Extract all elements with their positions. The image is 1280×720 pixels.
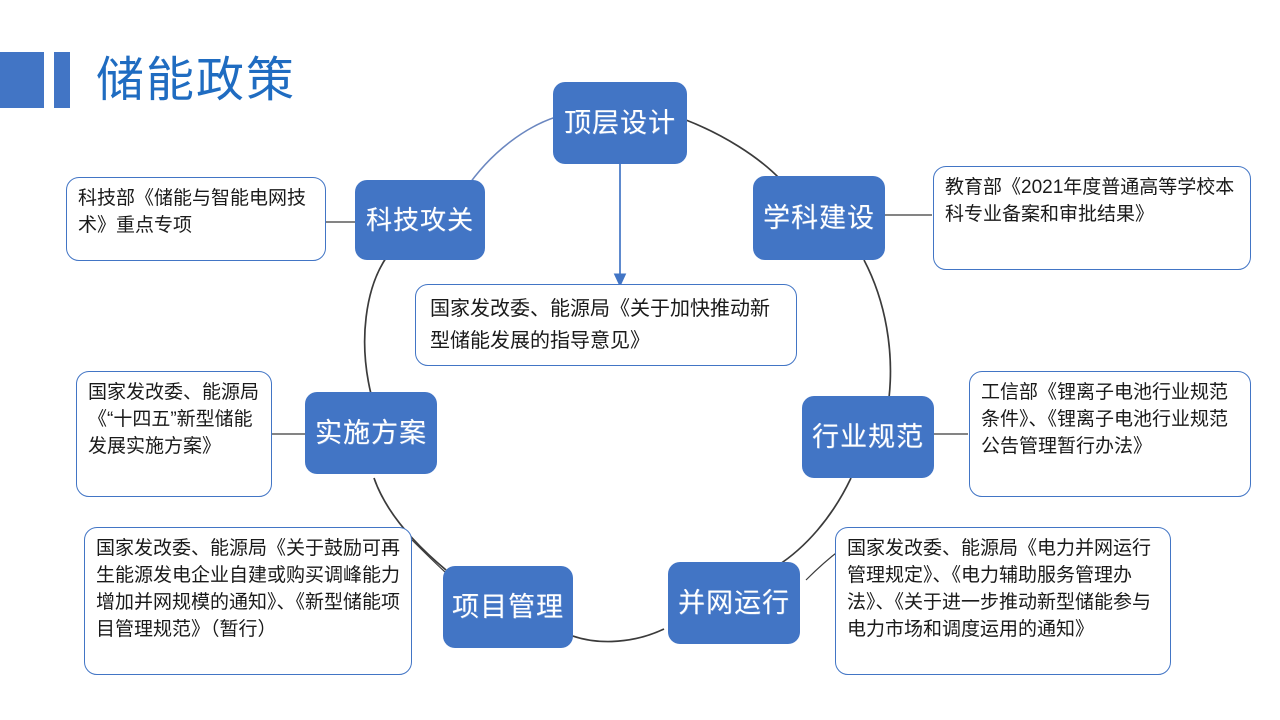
arc-impl-plan-to-tech-research: [363, 257, 387, 395]
callout-impl-plan[interactable]: 国家发改委、能源局《“十四五”新型储能发展实施方案》: [76, 371, 272, 497]
node-discipline-build[interactable]: 学科建设: [753, 176, 885, 260]
arc-top-design-to-discipline-build: [685, 119, 782, 181]
title-accent-bar-narrow: [54, 52, 70, 108]
node-top-design-label: 顶层设计: [564, 108, 676, 138]
callout-industry-standard-text: 工信部《锂离子电池行业规范条件》、《锂离子电池行业规范公告管理暂行办法》: [981, 382, 1229, 457]
callout-tech-research-text: 科技部《储能与智能电网技术》重点专项: [78, 188, 307, 236]
node-impl-plan-label: 实施方案: [315, 418, 427, 448]
arc-grid-operation-to-project-mgmt: [564, 628, 665, 643]
callout-impl-plan-text: 国家发改委、能源局《“十四五”新型储能发展实施方案》: [88, 382, 260, 457]
callout-top-design[interactable]: 国家发改委、能源局《关于加快推动新型储能发展的指导意见》: [415, 284, 797, 366]
arc-discipline-build-to-industry-standard: [863, 259, 892, 399]
callout-discipline-build-text: 教育部《2021年度普通高等学校本科专业备案和审批结果》: [945, 177, 1235, 225]
callout-grid-operation-text: 国家发改委、能源局《电力并网运行管理规定》、《电力辅助服务管理办法》、《关于进一…: [847, 538, 1152, 640]
node-grid-operation-label: 并网运行: [678, 588, 790, 618]
callout-project-mgmt-text: 国家发改委、能源局《关于鼓励可再生能源发电企业自建或购买调峰能力增加并网规模的通…: [96, 538, 401, 640]
node-industry-standard[interactable]: 行业规范: [802, 396, 934, 478]
node-tech-research[interactable]: 科技攻关: [355, 180, 485, 260]
callout-project-mgmt[interactable]: 国家发改委、能源局《关于鼓励可再生能源发电企业自建或购买调峰能力增加并网规模的通…: [84, 527, 412, 675]
callout-top-design-text: 国家发改委、能源局《关于加快推动新型储能发展的指导意见》: [430, 298, 770, 352]
title-accent-bar-wide: [0, 52, 44, 108]
node-discipline-build-label: 学科建设: [763, 203, 875, 233]
node-grid-operation[interactable]: 并网运行: [668, 562, 800, 644]
node-top-design[interactable]: 顶层设计: [553, 82, 687, 164]
node-tech-research-label: 科技攻关: [365, 205, 474, 235]
callout-discipline-build[interactable]: 教育部《2021年度普通高等学校本科专业备案和审批结果》: [933, 166, 1251, 270]
page-title: 储能政策: [96, 54, 297, 107]
callout-tech-research[interactable]: 科技部《储能与智能电网技术》重点专项: [66, 177, 326, 261]
leader-project-mgmt-to-note: [411, 539, 446, 573]
node-project-mgmt-label: 项目管理: [452, 592, 564, 622]
callout-industry-standard[interactable]: 工信部《锂离子电池行业规范条件》、《锂离子电池行业规范公告管理暂行办法》: [969, 371, 1251, 497]
node-project-mgmt[interactable]: 项目管理: [443, 566, 573, 648]
node-industry-standard-label: 行业规范: [812, 422, 924, 452]
arc-tech-research-to-top-design: [464, 116, 557, 191]
callout-grid-operation[interactable]: 国家发改委、能源局《电力并网运行管理规定》、《电力辅助服务管理办法》、《关于进一…: [835, 527, 1171, 675]
node-impl-plan[interactable]: 实施方案: [305, 392, 437, 474]
